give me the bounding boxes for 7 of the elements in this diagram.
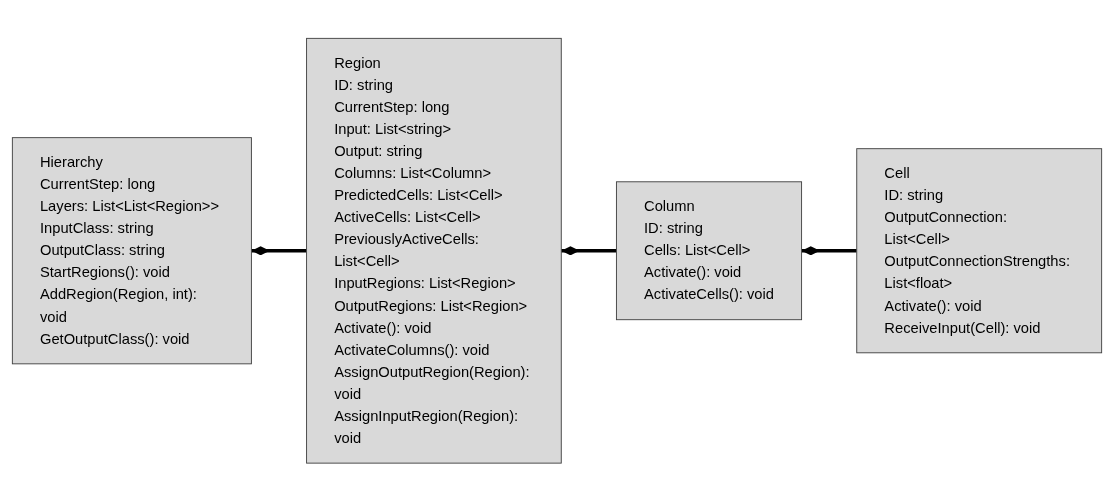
node-box: Region ID: string CurrentStep: long Input: List<string> Output: string Columns: List<Column> PredictedCells: List<Cell> ActiveCells: List<Cell> PreviouslyActiveCells: List<Cell> InputRegions: List<Region> OutputRegions: List<Region> Activate(): void ActivateColumns(): void AssignOutputRegion(Region): void AssignInputRegion(Region): void [306, 38, 562, 464]
node-box: Column ID: string Cells: List<Cell> Activate(): void ActivateCells(): void [615, 181, 803, 321]
connector [251, 246, 307, 256]
node-box: Hierarchy CurrentStep: long Layers: List<List<Region>> InputClass: string OutputClass: string StartRegions(): void AddRegion(Region, int): void GetOutputClass(): void [11, 137, 252, 365]
connector [561, 246, 617, 256]
node-box: Cell ID: string OutputConnection: List<Cell> OutputConnectionStrengths: List<float> Activate(): void ReceiveInput(Cell): void [856, 148, 1103, 354]
connector [801, 246, 857, 256]
